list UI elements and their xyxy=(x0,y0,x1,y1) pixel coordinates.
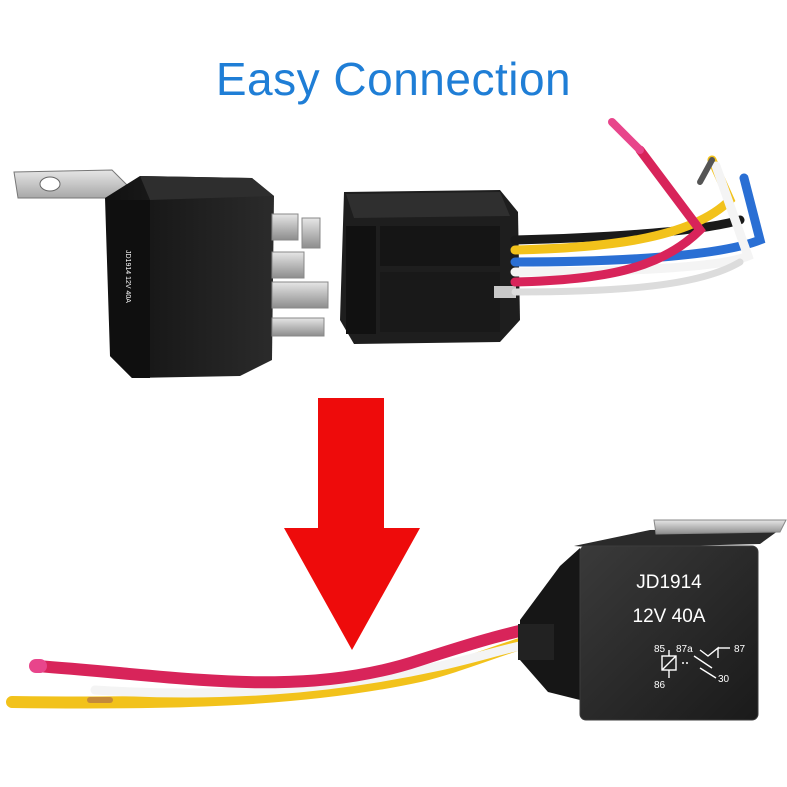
down-arrow-icon xyxy=(284,398,420,650)
pin-86-label: 86 xyxy=(654,680,666,691)
pin-87a-label: 87a xyxy=(676,644,693,655)
relay-schematic-icon xyxy=(661,646,730,679)
assembled-wire-bundle xyxy=(6,618,566,709)
relay-assembled: JD1914 12V 40A 85 87a 87 86 30 xyxy=(518,519,787,721)
relay-side-print: JD1914 12V 40A xyxy=(124,250,131,303)
pin-30-label: 30 xyxy=(718,674,730,685)
socket-wire-bundle xyxy=(510,118,766,296)
title-easy-connection: Easy Connection xyxy=(215,53,572,105)
relay-rating-label: 12V 40A xyxy=(633,606,706,627)
pin-85-label: 85 xyxy=(654,644,666,655)
pin-87-label: 87 xyxy=(734,644,746,655)
relay-unplugged: JD1914 12V 40A xyxy=(13,169,329,378)
socket-unplugged xyxy=(340,190,520,344)
relay-model-label: JD1914 xyxy=(636,572,702,593)
